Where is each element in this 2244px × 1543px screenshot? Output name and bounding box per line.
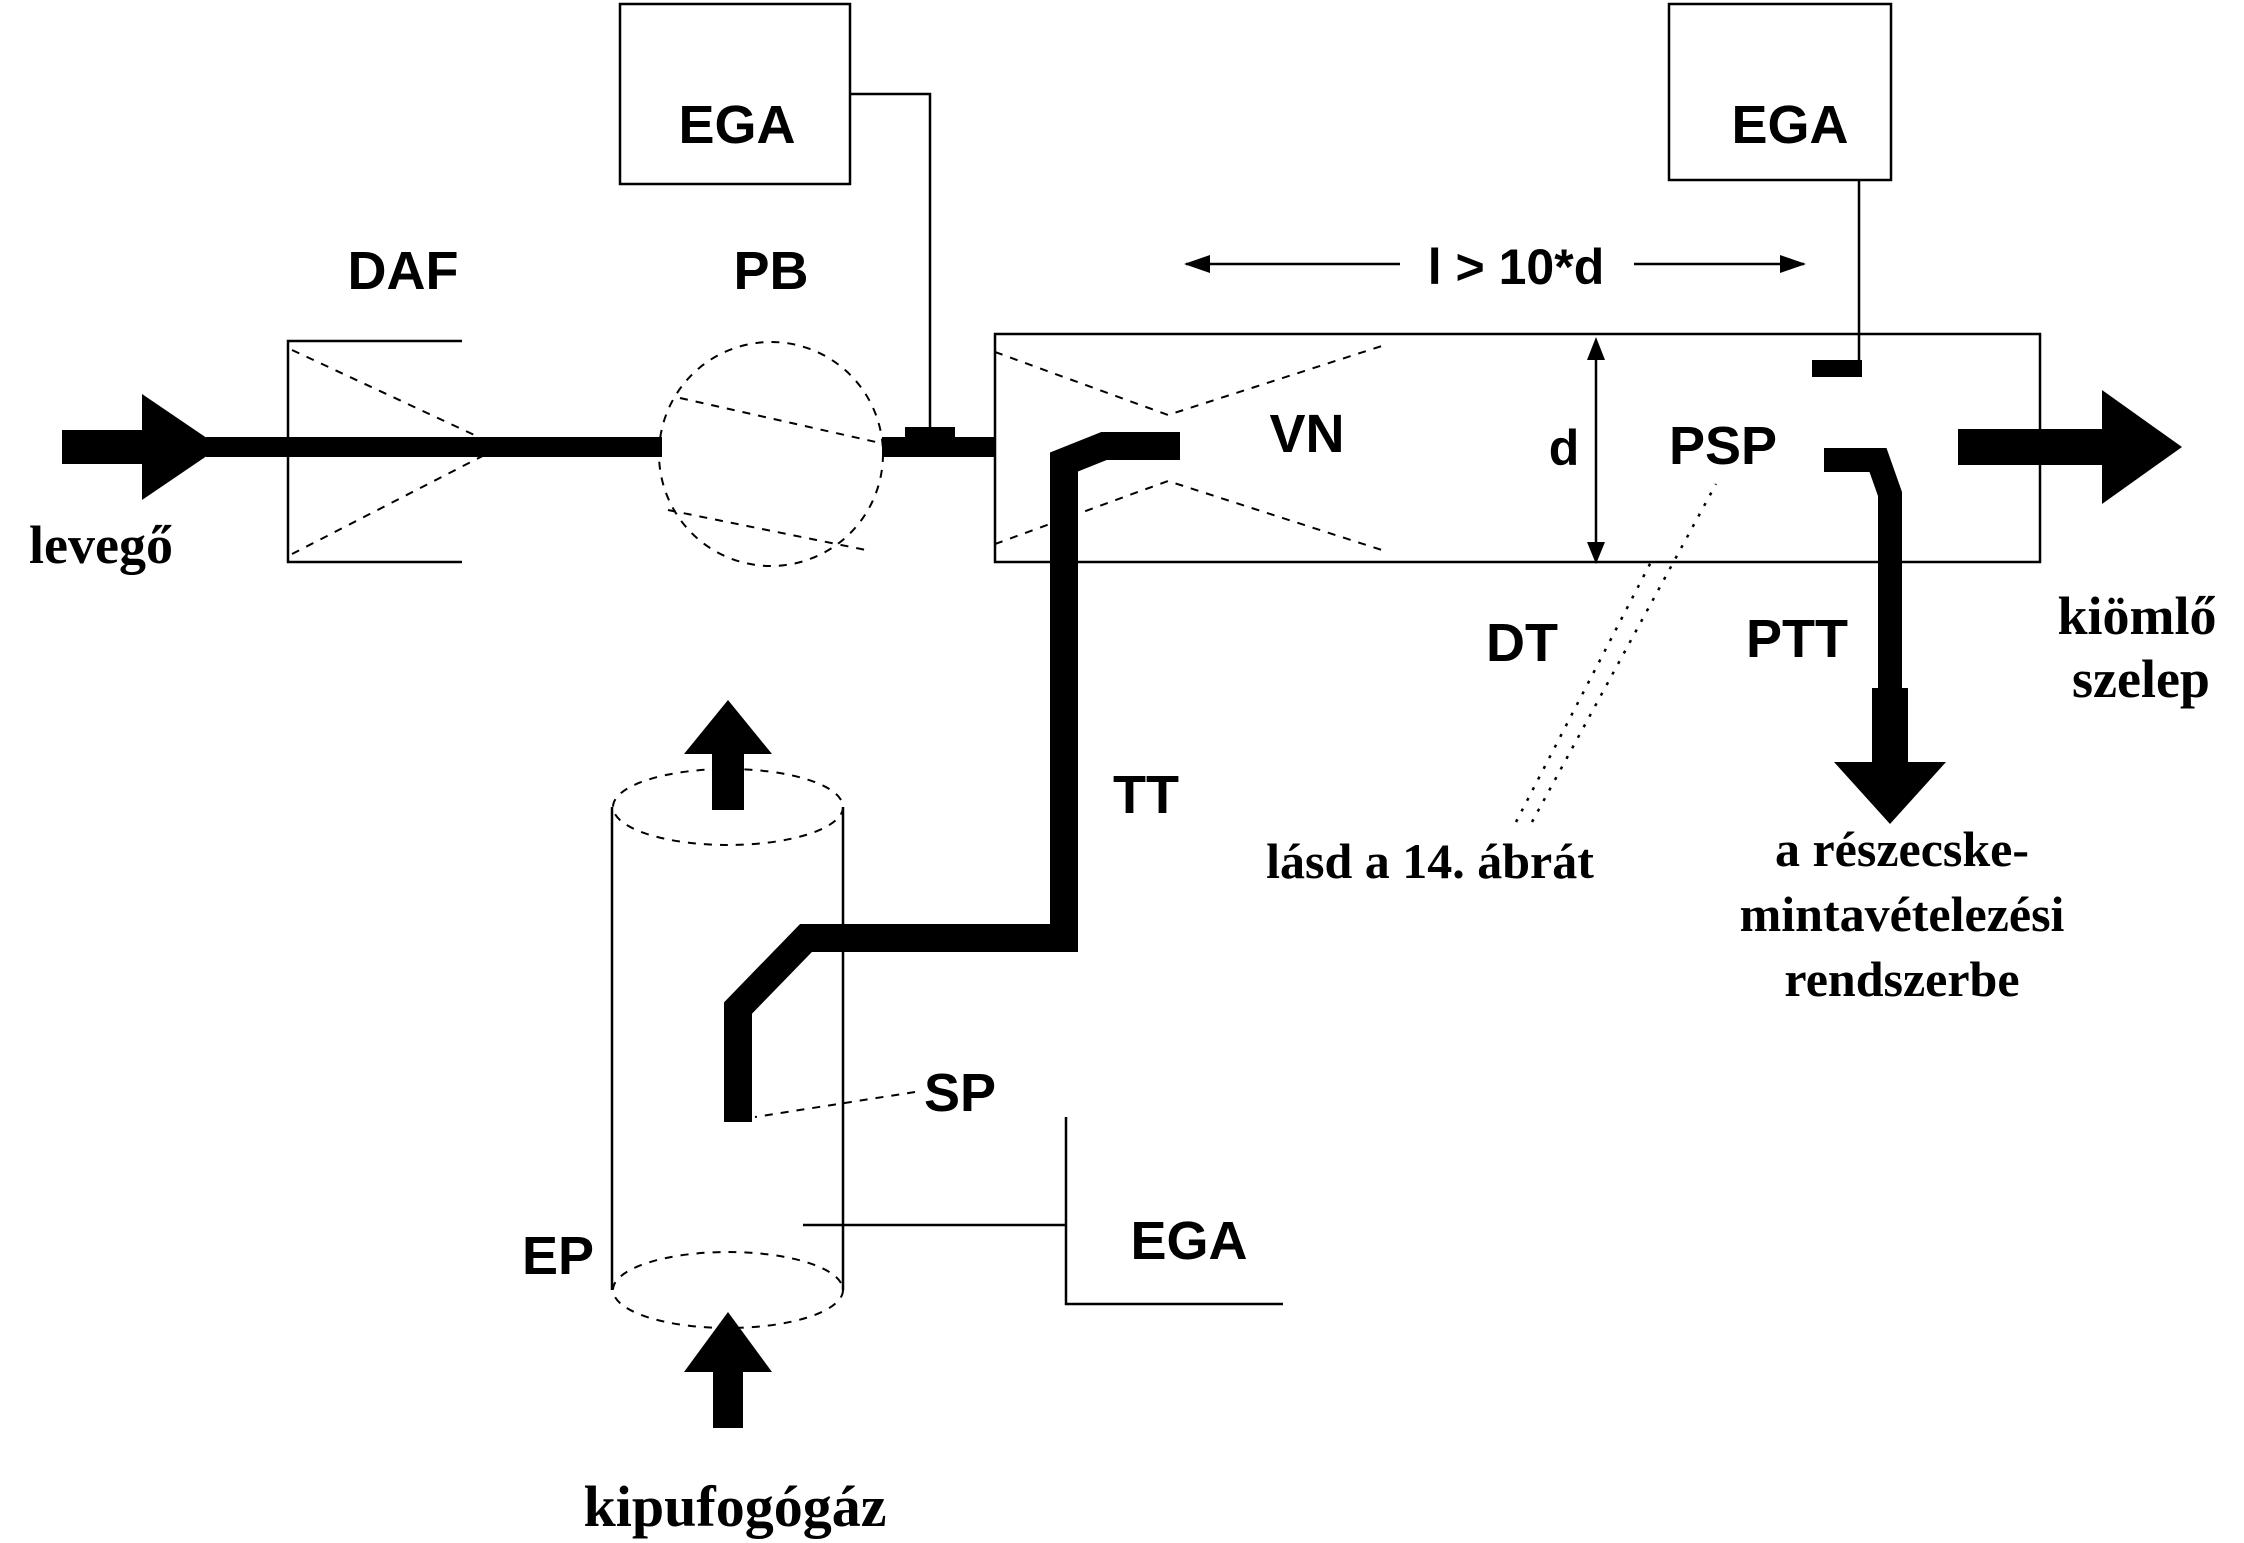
particle-system-text-line3: rendszerbe: [1784, 951, 2019, 1007]
diameter-label: d: [1549, 420, 1580, 476]
ega-sampling-port-right: [1812, 360, 1862, 377]
ega-bottom-label: EGA: [1130, 1211, 1247, 1271]
exhaust-flow-up-arrowhead: [684, 700, 772, 754]
ega-top-left-connector-line: [850, 92, 932, 427]
venturi-dashed-bottom: [994, 479, 1389, 553]
air-inlet-text: levegő: [29, 515, 173, 575]
daf-cone-dashed-top: [291, 349, 501, 448]
vn-label: VN: [1269, 404, 1344, 464]
diameter-dimension-arrowhead-bottom: [1587, 542, 1605, 564]
ega-sampling-port-left: [905, 427, 955, 444]
air-inlet-arrowhead: [142, 394, 220, 500]
sp-pointer-dashed-line: [754, 1091, 916, 1118]
daf-cone-dashed-bottom: [291, 446, 501, 555]
exhaust-inlet-arrowhead: [684, 1312, 772, 1372]
blower-circle: [658, 341, 884, 567]
pb-label: PB: [733, 241, 808, 301]
length-dimension-arrowhead-right: [1780, 255, 1806, 273]
ega-bottom-connector-line: [1064, 1117, 1283, 1306]
length-condition-label: l > 10*d: [1428, 239, 1605, 295]
blower-blade-dashed-lower: [667, 509, 867, 551]
particle-outlet-arrowhead: [1834, 762, 1946, 824]
ega-top-right-box: [1667, 2, 1893, 182]
blower-blade-dashed-upper: [679, 397, 877, 443]
outlet-valve-arrowhead: [2102, 390, 2182, 504]
length-dimension-arrowhead-left: [1184, 255, 1210, 273]
particle-system-text-line1: a részecske-: [1775, 821, 2029, 877]
dt-label: DT: [1486, 613, 1558, 673]
transfer-tube-pipe: [724, 432, 1180, 1122]
tt-label: TT: [1113, 765, 1179, 825]
psp-probe-tube: [1824, 448, 1902, 700]
particle-system-text-line2: mintavételezési: [1740, 886, 2065, 942]
psp-label: PSP: [1669, 416, 1777, 476]
ega-top-left-box: [618, 2, 852, 186]
outlet-valve-text-line2: szelep: [2072, 649, 2210, 709]
exhaust-pipe-top-ellipse: [612, 768, 844, 846]
ega-top-left-label: EGA: [678, 95, 795, 155]
ep-label: EP: [522, 1226, 594, 1286]
exhaust-pipe-bottom-ellipse: [612, 1251, 844, 1329]
venturi-dashed-top: [994, 343, 1389, 417]
outlet-valve-text-line1: kiömlő: [2057, 586, 2216, 646]
see-figure-pointer-dt: [1514, 559, 1654, 823]
ega-top-right-label: EGA: [1731, 95, 1848, 155]
sp-label: SP: [924, 1063, 996, 1123]
daf-label: DAF: [348, 241, 459, 301]
see-figure-pointer-psp: [1530, 483, 1718, 823]
see-figure-text: lásd a 14. ábrát: [1266, 833, 1594, 889]
exhaust-gas-text: kipufogógáz: [584, 1474, 887, 1539]
diameter-dimension-arrowhead-top: [1587, 337, 1605, 360]
ptt-label: PTT: [1746, 609, 1848, 669]
